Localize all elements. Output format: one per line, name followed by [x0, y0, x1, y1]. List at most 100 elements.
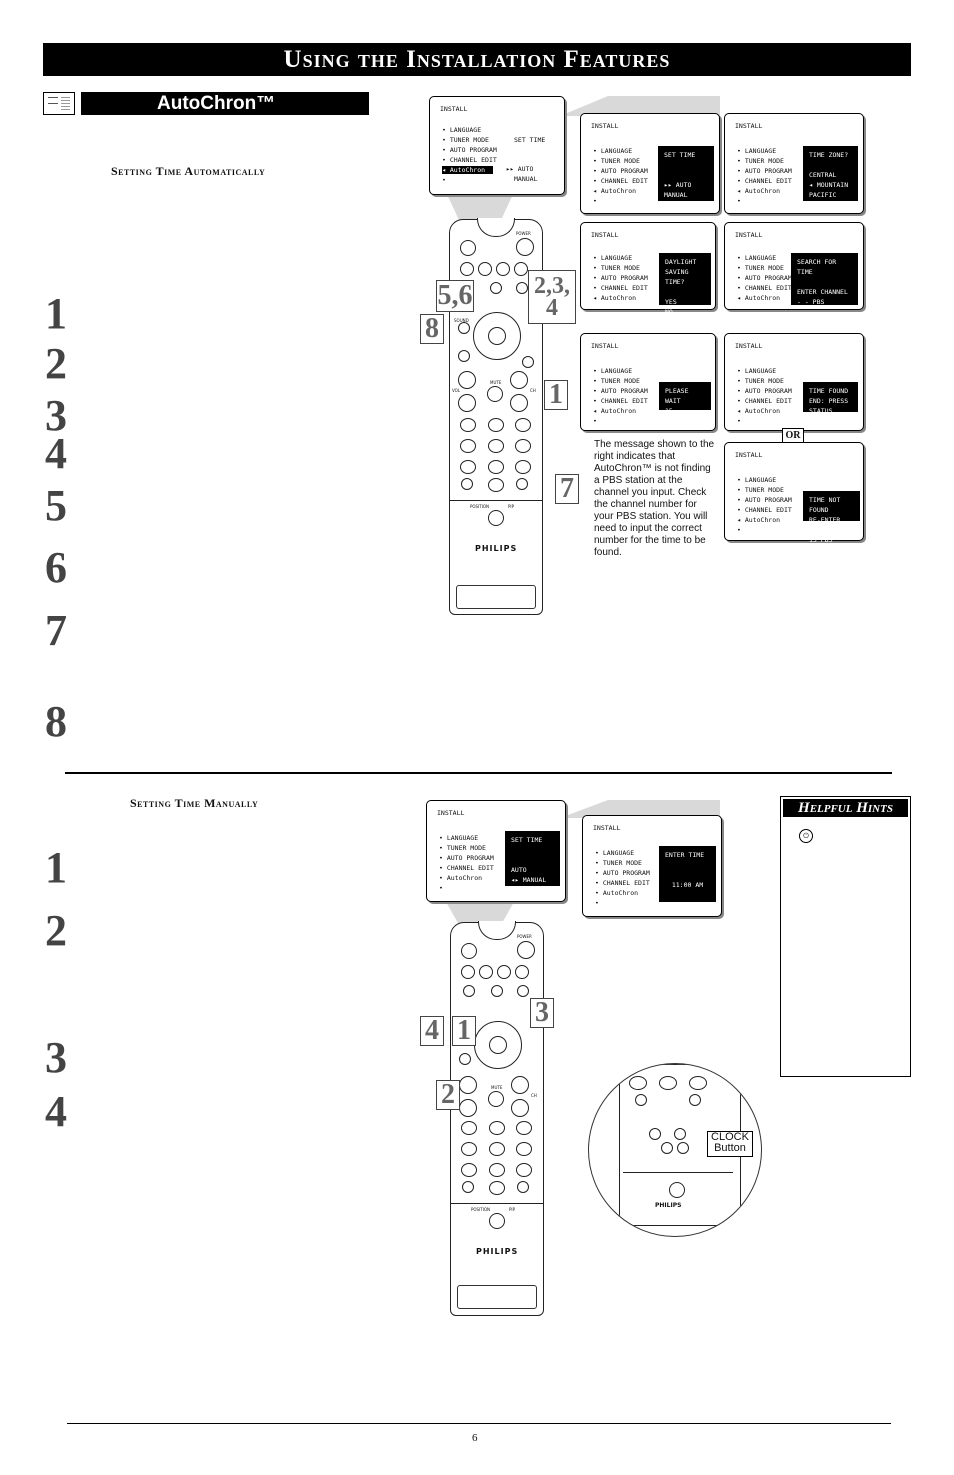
ok-button[interactable] [488, 327, 506, 345]
callout-1: 1 [452, 1015, 476, 1046]
ffwd-button[interactable] [514, 262, 528, 276]
option-title: SET TIME [514, 136, 546, 144]
install-menu: • LANGUAGE• TUNER MODE• AUTO PROGRAM• CH… [737, 147, 792, 205]
auto-step-5: 5 [45, 481, 67, 530]
option-auto: ▸▸ AUTO [506, 165, 534, 173]
install-menu: • LANGUAGE• TUNER MODE• AUTO PROGRAM• CH… [593, 147, 648, 205]
callout-2-3-4: 2,3, 4 [528, 270, 576, 324]
vol-up-button[interactable] [459, 1076, 477, 1094]
pip-button[interactable] [489, 1213, 505, 1229]
navigation-ring[interactable] [473, 312, 521, 360]
auto-step-1: 1 [45, 289, 67, 338]
mute-button[interactable] [488, 1091, 504, 1107]
screen-manual-set-time: INSTALL • LANGUAGE• TUNER MODE• AUTO PRO… [426, 800, 566, 902]
rewind-button[interactable] [460, 262, 474, 276]
screen-search: INSTALL • LANGUAGE• TUNER MODE• AUTO PRO… [724, 222, 864, 310]
ch-down-button[interactable] [511, 1099, 529, 1117]
option-box: SET TIME AUTO◂▸ MANUAL [505, 831, 560, 886]
vcr-button[interactable] [490, 282, 502, 294]
install-menu: • LANGUAGE• TUNER MODE• AUTO PROGRAM• CH… [439, 834, 494, 892]
manual-step-3: 3 [45, 1033, 67, 1082]
menu-button[interactable] [458, 350, 470, 362]
section-divider [65, 772, 892, 774]
navigation-ring[interactable] [474, 1021, 522, 1069]
power-button[interactable] [517, 941, 535, 959]
ffwd-button[interactable] [515, 965, 529, 979]
option-manual: MANUAL [514, 175, 538, 183]
hints-title: Helpful Hints [783, 799, 908, 817]
menu-select-button[interactable] [522, 356, 534, 368]
vol-down-button[interactable] [459, 1099, 477, 1117]
mute-button[interactable] [487, 386, 503, 402]
callout-7: 7 [555, 473, 579, 504]
auto-step-2: 2 [45, 339, 67, 388]
brand-logo: PHILIPS [475, 544, 518, 553]
callout-5-6: 5,6 [436, 280, 474, 312]
auto-step-8: 8 [45, 697, 67, 746]
install-menu: • LANGUAGE• TUNER MODE• AUTO PROGRAM• CH… [595, 849, 650, 907]
auto-step-7: 7 [45, 606, 67, 655]
play-button[interactable] [497, 965, 511, 979]
zoom-wedge [445, 900, 515, 925]
power-button[interactable] [460, 240, 476, 256]
play-button[interactable] [496, 262, 510, 276]
brand-logo: PHILIPS [476, 1247, 519, 1256]
rewind-button[interactable] [461, 965, 475, 979]
sound-button[interactable] [458, 322, 470, 334]
menu-button[interactable] [459, 1053, 471, 1065]
ch-up-button[interactable] [511, 1076, 529, 1094]
ch-up-button[interactable] [510, 371, 528, 389]
screen-please-wait: INSTALL • LANGUAGE• TUNER MODE• AUTO PRO… [580, 333, 716, 431]
auto-step-6: 6 [45, 543, 67, 592]
section-thumbnail [43, 92, 75, 115]
page-title: Using the Installation Features [43, 43, 911, 76]
acc-button[interactable] [516, 282, 528, 294]
screen-time-found: INSTALL • LANGUAGE• TUNER MODE• AUTO PRO… [724, 333, 864, 431]
manual-step-2: 2 [45, 906, 67, 955]
pip-button[interactable] [488, 510, 504, 526]
power-button[interactable] [461, 943, 477, 959]
install-menu: • LANGUAGE• TUNER MODE• AUTO PROGRAM• CH… [593, 254, 648, 302]
page-title-text: Using the Installation Features [283, 45, 671, 73]
vcr-button[interactable] [491, 985, 503, 997]
install-menu: • LANGUAGE• TUNER MODE• AUTO PROGRAM• CH… [593, 367, 648, 425]
manual-subhead: Setting Time Manually [130, 796, 259, 810]
page-number: 6 [472, 1432, 478, 1444]
callout-1: 1 [544, 379, 568, 410]
install-menu: • LANGUAGE• TUNER MODE• AUTO PROGRAM• CH… [737, 476, 792, 534]
option-box: ENTER TIME 11:00 AM [659, 846, 716, 902]
footer-rule [67, 1423, 891, 1424]
screen-header: INSTALL [440, 105, 468, 113]
manual-step-1: 1 [45, 843, 67, 892]
screen-time-zone: INSTALL • LANGUAGE• TUNER MODE• AUTO PRO… [724, 113, 864, 214]
clock-button-label: CLOCK Button [707, 1131, 753, 1157]
callout-3: 3 [530, 997, 554, 1028]
power-button[interactable] [516, 238, 534, 256]
clock-button[interactable] [677, 1142, 689, 1154]
screen-set-time: INSTALL • LANGUAGE • TUNER MODE • AUTO P… [429, 96, 565, 195]
pbs-note: The message shown to the right indicates… [594, 439, 715, 558]
ch-down-button[interactable] [510, 394, 528, 412]
zoom-clock-button: PHILIPS [588, 1063, 762, 1237]
tv-button[interactable] [463, 985, 475, 997]
callout-4: 4 [420, 1015, 444, 1046]
acc-button[interactable] [517, 985, 529, 997]
screen-time-not-found: INSTALL • LANGUAGE• TUNER MODE• AUTO PRO… [724, 442, 864, 544]
vol-down-button[interactable] [458, 394, 476, 412]
stop-button[interactable] [479, 965, 493, 979]
vol-up-button[interactable] [458, 371, 476, 389]
screen-set-time-2: INSTALL • LANGUAGE• TUNER MODE• AUTO PRO… [580, 113, 720, 214]
screen-daylight: INSTALL • LANGUAGE• TUNER MODE• AUTO PRO… [580, 222, 716, 316]
ok-button[interactable] [489, 1036, 507, 1054]
callout-8: 8 [420, 313, 444, 344]
stop-button[interactable] [478, 262, 492, 276]
callout-2: 2 [436, 1079, 460, 1110]
zoom-wedge [560, 800, 720, 818]
clock-icon: ⏻ [799, 829, 813, 843]
screen-enter-time: INSTALL • LANGUAGE• TUNER MODE• AUTO PRO… [582, 815, 722, 917]
install-menu: • LANGUAGE• TUNER MODE• AUTO PROGRAM• CH… [737, 367, 792, 425]
